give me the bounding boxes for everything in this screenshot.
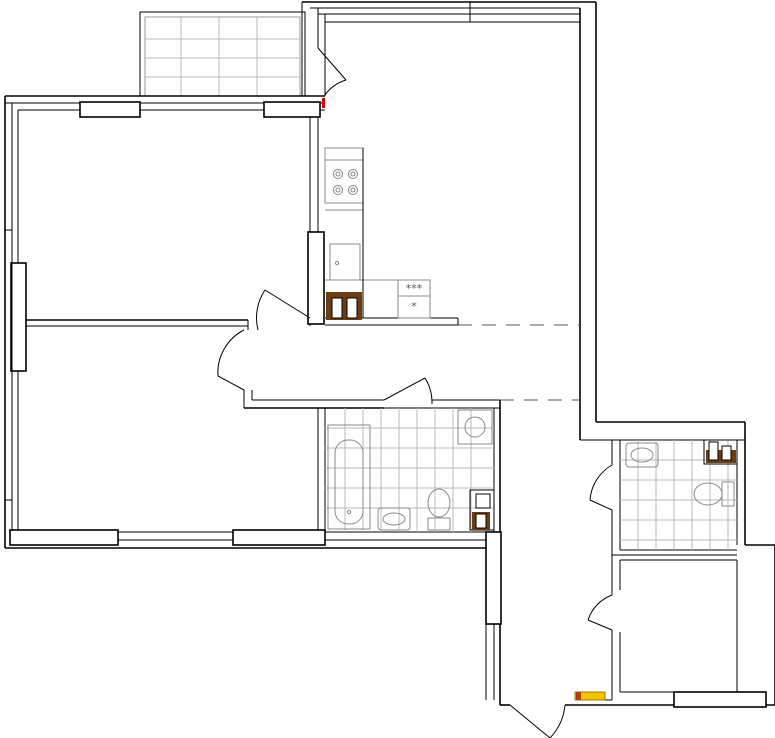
washing-machine-icon (457, 409, 493, 445)
bathroom-tile-grid (325, 408, 494, 532)
window-entry (485, 531, 502, 625)
sink-icon (329, 243, 361, 281)
electrical-panel (574, 691, 606, 701)
window-bedroom-2 (9, 529, 119, 546)
window-west (10, 262, 27, 372)
bathtub-icon (327, 424, 371, 530)
fridge-label-bottom: * (411, 300, 417, 313)
small-bathroom (620, 439, 738, 550)
main-bathroom (324, 407, 495, 533)
wc-toilet-icon (693, 481, 735, 507)
fridge-label-top: *** (406, 282, 423, 295)
toilet-icon (427, 488, 451, 531)
window-bedroom-2b (232, 529, 326, 546)
balcony (139, 11, 306, 97)
wc-shaft (703, 439, 738, 465)
stove-icon (333, 169, 358, 195)
marker (322, 98, 325, 108)
windows (4, 101, 767, 708)
window-bedroom-1 (79, 101, 141, 118)
wc-washbasin-icon (625, 442, 659, 468)
window-bedroom-1b (263, 101, 321, 118)
window-kitchen-pier (307, 231, 325, 325)
zone-dividers (458, 324, 580, 401)
wc-tile-grid (620, 440, 737, 550)
kitchen: *** * (324, 147, 459, 326)
window-storage (673, 691, 767, 708)
washbasin-icon (377, 507, 411, 531)
balcony-tile-grid (145, 17, 300, 96)
fridge-icon (397, 279, 431, 319)
doors (217, 47, 613, 738)
